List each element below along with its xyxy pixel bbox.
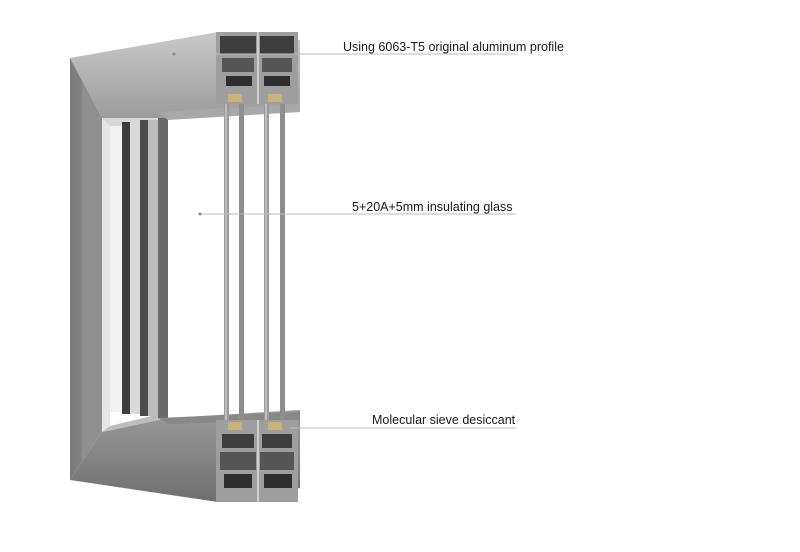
- top-section-chamber-1: [220, 36, 256, 54]
- sash-strip-1: [110, 126, 122, 412]
- callout-aluminum-profile: Using 6063-T5 original aluminum profile: [343, 40, 564, 54]
- top-desiccant-spacer-1: [228, 94, 242, 102]
- top-section-chamber-4: [262, 58, 292, 72]
- top-profile-section: [216, 32, 298, 104]
- bottom-desiccant-spacer-1: [228, 422, 242, 430]
- callout-insulating-glass: 5+20A+5mm insulating glass: [352, 200, 513, 214]
- insulating-glass-panes: [224, 100, 285, 426]
- sash-strip-3: [130, 122, 140, 414]
- top-section-chamber-3: [222, 58, 254, 72]
- bottom-desiccant-spacer-2: [268, 422, 282, 430]
- sash-profile-stack: [110, 104, 300, 424]
- inner-reveal-left: [102, 118, 110, 432]
- leader-lines: [174, 53, 516, 429]
- sash-strip-6: [158, 118, 168, 418]
- top-section-chamber-6: [264, 76, 290, 86]
- bottom-section-chamber-6: [264, 474, 292, 488]
- bottom-profile-section: [216, 420, 298, 502]
- sash-strip-5: [148, 120, 158, 416]
- sash-strip-4: [140, 120, 148, 416]
- inner-reveal-bottom: [102, 412, 168, 432]
- leader-dot-glass: [198, 212, 202, 216]
- frame-left-inner-face: [82, 82, 102, 460]
- top-section-chamber-2: [260, 36, 294, 54]
- glass-pane-2: [239, 100, 244, 426]
- bottom-section-chamber-3: [220, 452, 256, 470]
- leader-dot-profile: [172, 52, 176, 56]
- top-desiccant-spacer-2: [268, 94, 282, 102]
- callout-desiccant: Molecular sieve desiccant: [372, 413, 516, 427]
- sash-strip-2: [122, 122, 130, 414]
- bottom-section-chamber-5: [224, 474, 252, 488]
- bottom-section-chamber-4: [260, 452, 294, 470]
- bottom-section-chamber-2: [262, 434, 292, 448]
- glass-pane-4: [280, 100, 285, 426]
- bottom-section-chamber-1: [222, 434, 254, 448]
- top-section-chamber-5: [226, 76, 252, 86]
